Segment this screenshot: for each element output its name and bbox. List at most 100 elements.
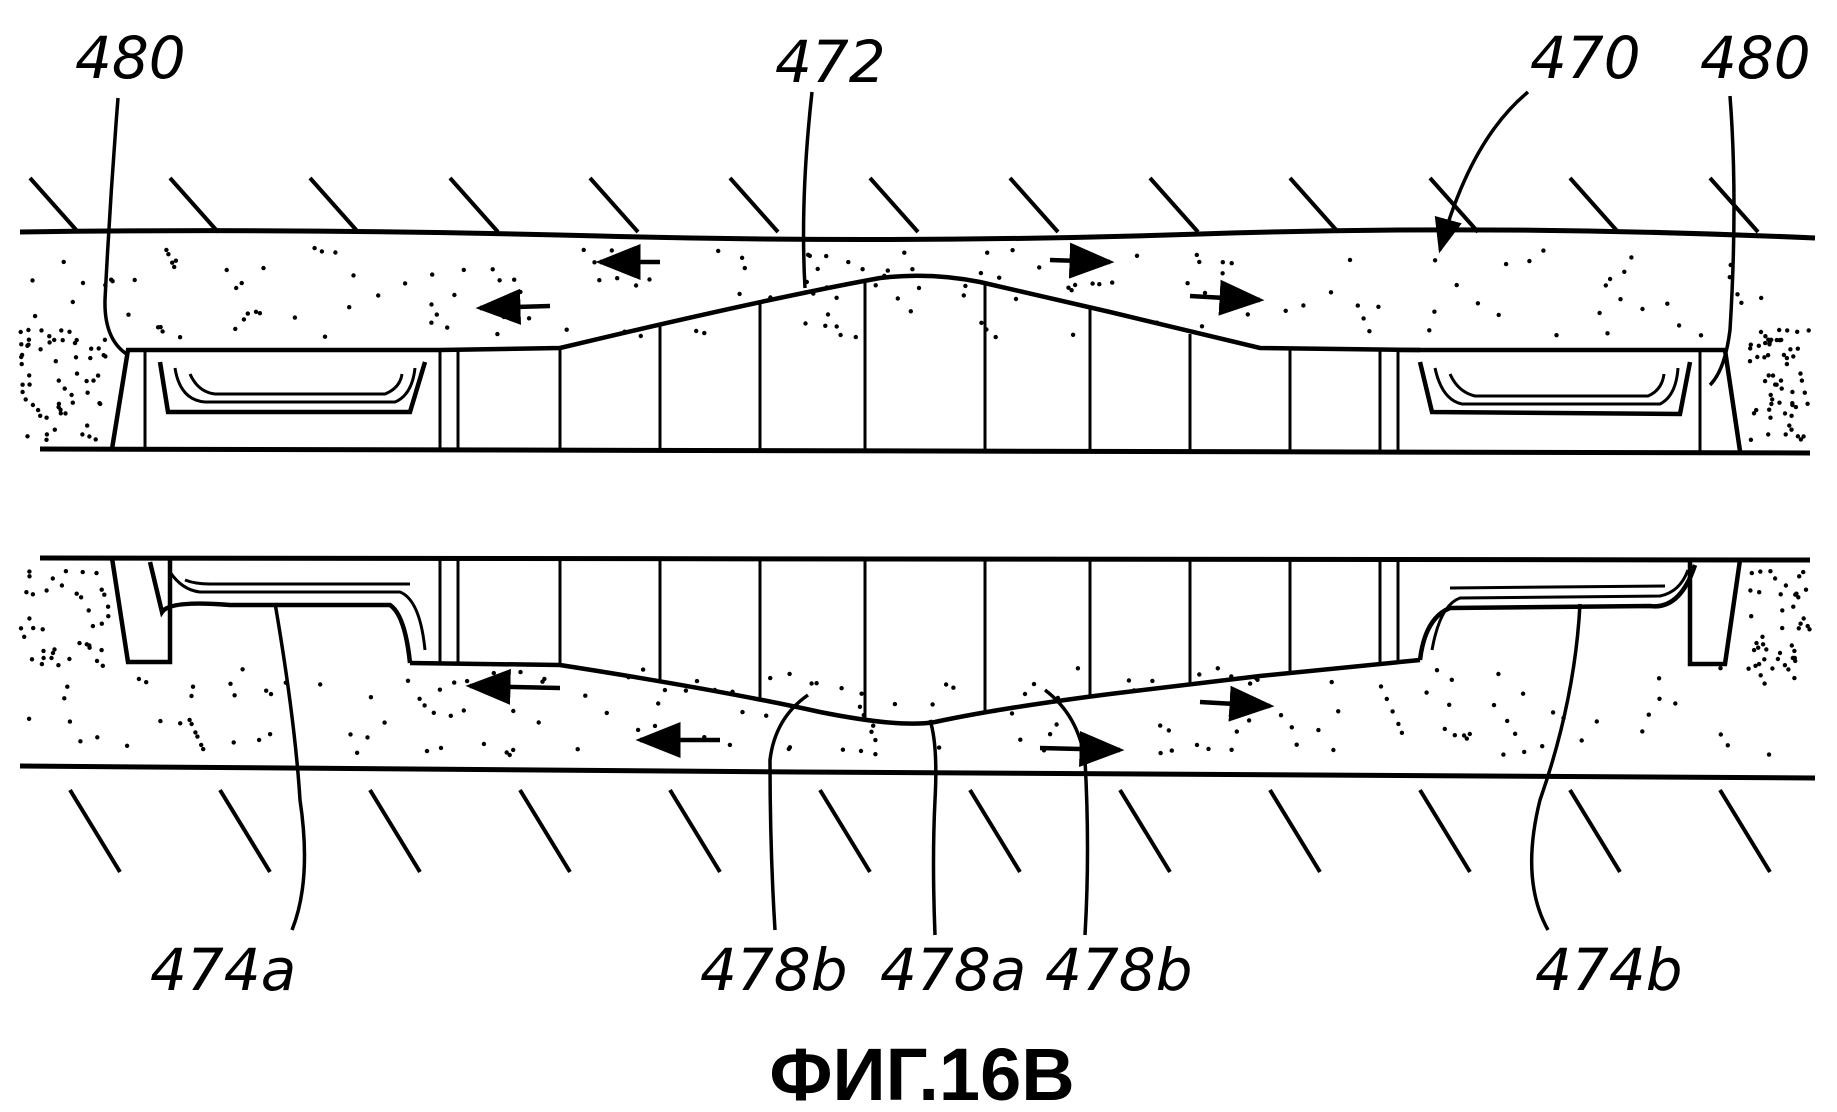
stipple-dot — [1797, 574, 1802, 579]
stipple-dot — [19, 352, 25, 358]
hatch-line — [668, 788, 722, 874]
hatch-line — [728, 176, 780, 234]
stipple-dot — [1336, 709, 1341, 714]
stipple-dot — [481, 741, 487, 747]
stipple-dot — [233, 326, 238, 332]
stipple-dot — [823, 323, 828, 328]
stipple-dot — [1762, 657, 1767, 662]
stipple-dot — [1228, 713, 1234, 718]
stipple-dot — [916, 285, 922, 291]
stipple-dot — [882, 273, 887, 278]
stipple-dot — [1783, 583, 1789, 588]
stipple-dot — [1396, 721, 1401, 727]
stipple-dot — [1792, 648, 1797, 654]
stipple-dot — [1361, 316, 1366, 321]
stipple-dot — [93, 437, 98, 442]
stipple-dot — [581, 247, 586, 253]
stipple-dot — [402, 281, 408, 286]
stipple-dot — [638, 333, 643, 339]
stipple-dot — [94, 570, 99, 576]
stipple-dot — [1751, 647, 1757, 653]
stipple-dot — [1755, 354, 1760, 360]
stipple-dot — [910, 267, 915, 272]
stipple-dot — [95, 373, 101, 378]
stipple-dot — [739, 255, 745, 260]
stipple-dot — [1454, 282, 1459, 288]
stipple-dot — [1781, 352, 1787, 358]
stipple-dot — [1390, 709, 1395, 714]
stipple-dot — [78, 739, 83, 744]
stipple-dot — [1763, 340, 1768, 346]
stipple-dot — [178, 721, 183, 726]
stipple-dot — [1762, 378, 1768, 384]
stipple-dot — [1751, 411, 1757, 416]
stipple-dot — [177, 335, 183, 340]
stipple-dot — [368, 695, 374, 700]
stipple-dot — [1778, 378, 1784, 383]
stipple-dot — [961, 293, 966, 298]
stipple-dot — [1794, 591, 1799, 596]
stipple-dot — [84, 642, 90, 647]
stipple-dot — [873, 752, 878, 757]
stipple-dot — [860, 267, 865, 272]
leader-470 — [1434, 90, 1530, 254]
stipple-dot — [74, 591, 79, 596]
stipple-dot — [84, 378, 89, 384]
stipple-dot — [94, 658, 100, 664]
stipple-dot — [25, 434, 30, 439]
stipple-dot — [1758, 329, 1764, 335]
stipple-dot — [1075, 666, 1081, 671]
stipple-dot — [1496, 671, 1501, 677]
stipple-dot — [240, 667, 245, 672]
stipple-dot — [1725, 743, 1731, 748]
stipple-dot — [1331, 747, 1336, 753]
stipple-dot — [1756, 661, 1762, 667]
stipple-dot — [1802, 390, 1808, 395]
stipple-dot — [1739, 300, 1744, 305]
stipple-dot — [716, 248, 721, 254]
stipple-dot — [1801, 569, 1806, 575]
leader-478b-right — [1043, 688, 1090, 936]
stipple-dot — [1792, 675, 1797, 681]
lower-flow-arrows — [465, 668, 1275, 767]
stipple-dot — [126, 312, 131, 317]
stipple-dot — [1756, 343, 1762, 348]
stipple-dot — [20, 382, 25, 387]
stipple-dot — [943, 682, 949, 687]
stipple-dot — [858, 748, 864, 754]
upper-flow-arrows — [475, 242, 1265, 325]
stipple-dot — [730, 689, 735, 694]
figure-caption: ФИГ.16В — [769, 1033, 1074, 1112]
label-472: 472 — [775, 28, 886, 96]
stipple-dot — [80, 432, 85, 437]
stipple-dot — [18, 329, 23, 335]
stipple-dot — [895, 296, 900, 301]
stipple-dot — [99, 587, 104, 592]
stipple-dot — [1194, 252, 1200, 258]
stipple-dot — [1789, 413, 1794, 418]
stipple-dot — [1126, 678, 1132, 683]
stipple-dot — [1229, 747, 1234, 752]
stipple-dot — [1246, 718, 1252, 723]
stipple-dot — [764, 713, 769, 718]
stipple-dot — [963, 283, 968, 289]
stipple-dot — [1622, 269, 1627, 274]
stipple-dot — [1424, 690, 1429, 695]
stipple-dot — [452, 292, 457, 298]
stipple-dot — [322, 334, 328, 339]
stipple-dot — [319, 249, 325, 254]
stipple-dot — [1618, 297, 1623, 302]
stipple-dot — [26, 337, 32, 342]
label-480-right: 480 — [1700, 24, 1811, 92]
stipple-dot — [422, 703, 427, 708]
stipple-dot — [1234, 729, 1240, 734]
hatch-line — [1118, 788, 1172, 874]
stipple-dot — [702, 330, 707, 336]
stipple-dot — [187, 717, 192, 723]
stipple-dot — [190, 684, 196, 689]
stipple-dot — [67, 656, 72, 662]
stipple-dot — [19, 342, 24, 347]
stipple-dot — [1795, 434, 1801, 439]
stipple-dot — [511, 747, 516, 753]
stipple-dot — [786, 746, 791, 752]
